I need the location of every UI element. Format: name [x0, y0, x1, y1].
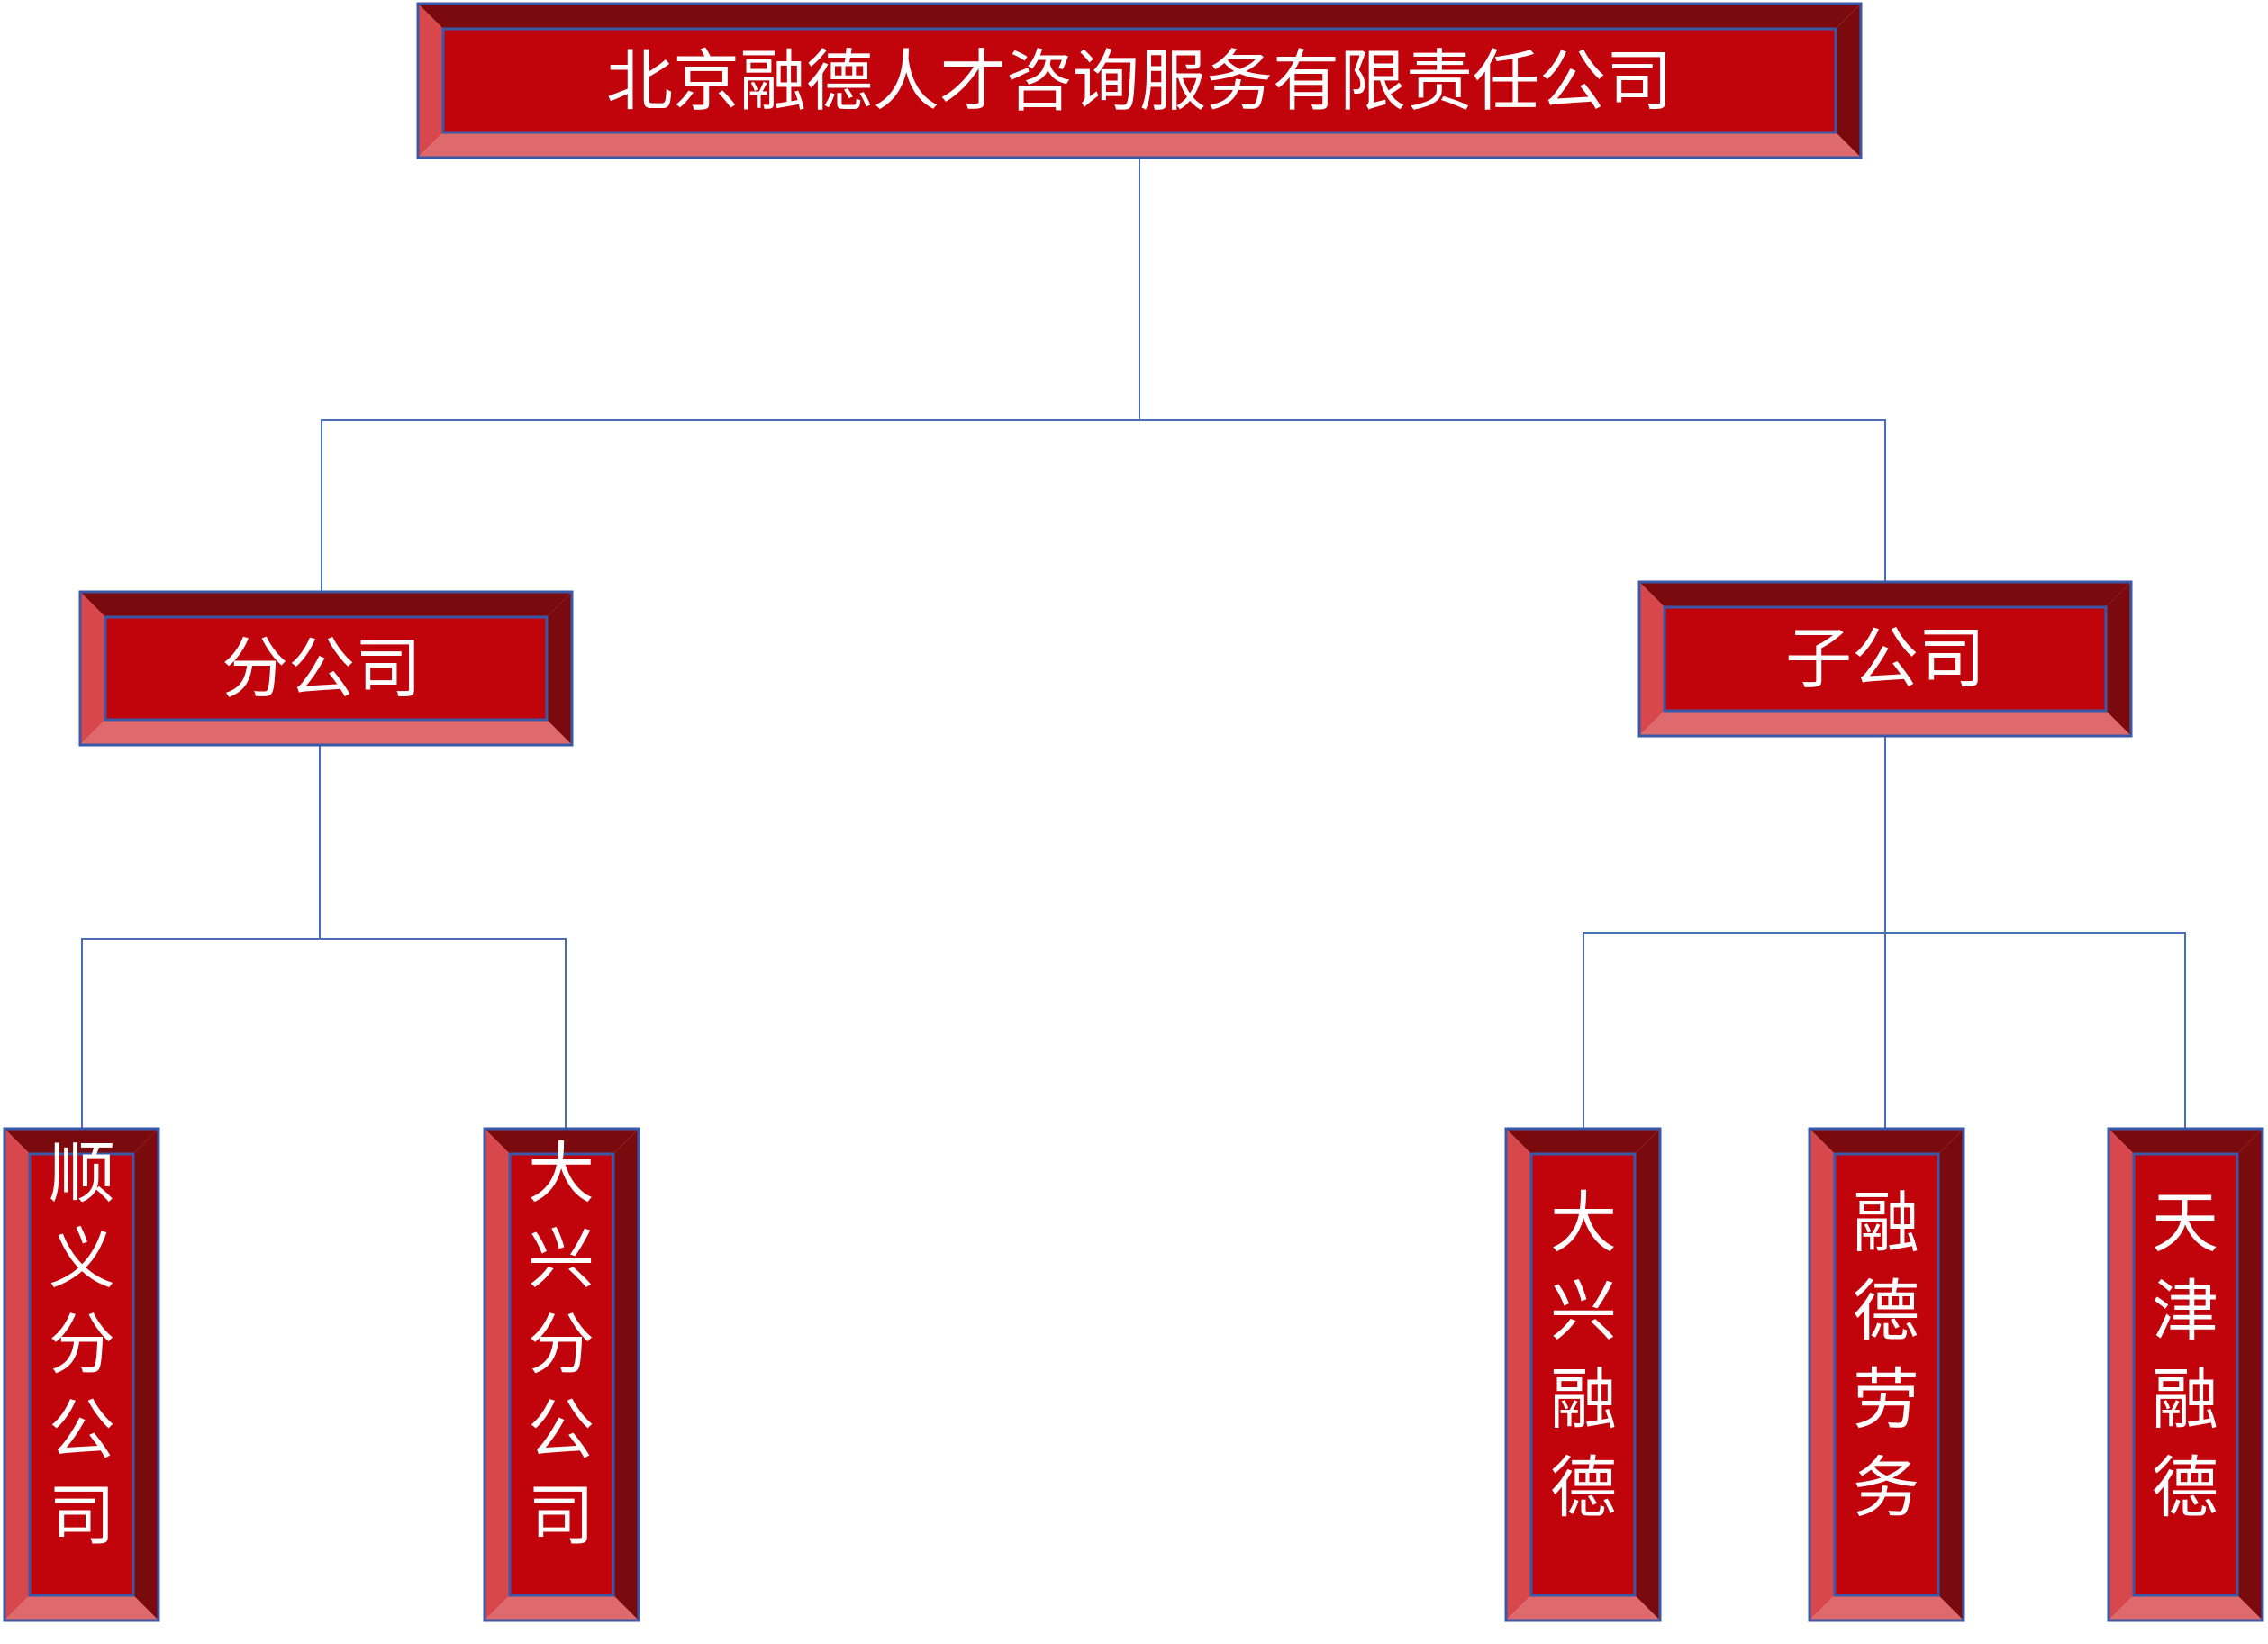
bevel-right: [2237, 1129, 2263, 1621]
bevel-left: [1506, 1129, 1531, 1621]
box-inner-outline: [1833, 1152, 1940, 1597]
box-outline: [1637, 580, 2133, 738]
shunyi-branch-label: 顺义分公司: [49, 1135, 115, 1555]
box-inner-outline: [28, 1152, 135, 1597]
subsidiaries-to-leaves-connector: [1583, 736, 2186, 1129]
box-inner-outline: [104, 615, 549, 722]
bevel-top: [5, 1129, 159, 1154]
bevel-left: [2109, 1129, 2134, 1621]
tianjin-rongde-label: 天津融德: [2152, 1185, 2218, 1527]
shunyi-box: [3, 1127, 160, 1622]
rongde-labor-box: [1808, 1127, 1965, 1622]
subsidiaries-box: [1637, 580, 2133, 738]
root-company-box: [416, 2, 1863, 159]
branches-title: 分公司: [222, 630, 422, 707]
subsidiaries-title: 子公司: [1785, 620, 1985, 697]
bevel-top: [1506, 1129, 1660, 1154]
bevel-right: [2106, 582, 2131, 736]
box-outline: [1808, 1127, 1965, 1622]
box-outline: [2107, 1127, 2264, 1622]
box-face: [105, 617, 547, 720]
box-inner-outline: [1663, 605, 2108, 713]
box-face: [510, 1154, 613, 1595]
bevel-top: [1639, 582, 2131, 607]
bevel-bottom: [5, 1595, 159, 1621]
bevel-left: [418, 4, 443, 158]
bevel-right: [1938, 1129, 1964, 1621]
bevel-bottom: [1506, 1595, 1660, 1621]
bevel-top: [485, 1129, 639, 1154]
bevel-bottom: [418, 132, 1861, 158]
bevel-left: [1639, 582, 1665, 736]
bevel-top: [1810, 1129, 1964, 1154]
daxing-branch-box: [483, 1127, 640, 1622]
box-outline: [78, 590, 574, 747]
bevel-bottom: [1810, 1595, 1964, 1621]
connectors: [81, 158, 2186, 1129]
box-face: [30, 1154, 133, 1595]
bevel-right: [133, 1129, 159, 1621]
root-company-title: 北京融德人才咨询服务有限责任公司: [606, 42, 1673, 120]
box-face: [443, 29, 1836, 132]
box-inner-outline: [508, 1152, 615, 1597]
box-inner-outline: [2132, 1152, 2239, 1597]
rongde-labor-label: 融德劳务: [1853, 1185, 1919, 1527]
bevel-right: [1635, 1129, 1660, 1621]
bevel-top: [418, 4, 1861, 29]
box-face: [1835, 1154, 1938, 1595]
daxing-rongde-box: [1504, 1127, 1662, 1622]
bevel-bottom: [1639, 711, 2131, 736]
box-face: [1665, 607, 2106, 711]
box-outline: [3, 1127, 160, 1622]
org-boxes: [3, 2, 2264, 1622]
box-outline: [483, 1127, 640, 1622]
daxing-rongde-label: 大兴融德: [1550, 1185, 1617, 1527]
root-to-branches-connector: [321, 158, 1140, 592]
bevel-bottom: [485, 1595, 639, 1621]
bevel-top: [2109, 1129, 2263, 1154]
box-outline: [416, 2, 1863, 159]
bevel-right: [613, 1129, 639, 1621]
box-outline: [1504, 1127, 1662, 1622]
bevel-right: [547, 592, 572, 745]
bevel-left: [485, 1129, 510, 1621]
bevel-bottom: [2109, 1595, 2263, 1621]
box-face: [1531, 1154, 1635, 1595]
branches-to-leaves-connector: [81, 745, 567, 1129]
root-to-subsidiaries-connector: [1139, 419, 1886, 582]
daxing-branch-label: 大兴分公司: [528, 1135, 594, 1555]
box-inner-outline: [441, 27, 1837, 134]
bevel-bottom: [80, 720, 572, 745]
tianjin-rongde-box: [2107, 1127, 2264, 1622]
box-inner-outline: [1529, 1152, 1637, 1597]
bevel-left: [1810, 1129, 1835, 1621]
box-face: [2134, 1154, 2237, 1595]
bevel-left: [5, 1129, 30, 1621]
bevel-right: [1836, 4, 1861, 158]
bevel-top: [80, 592, 572, 617]
bevel-left: [80, 592, 105, 745]
branches-box: [78, 590, 574, 747]
